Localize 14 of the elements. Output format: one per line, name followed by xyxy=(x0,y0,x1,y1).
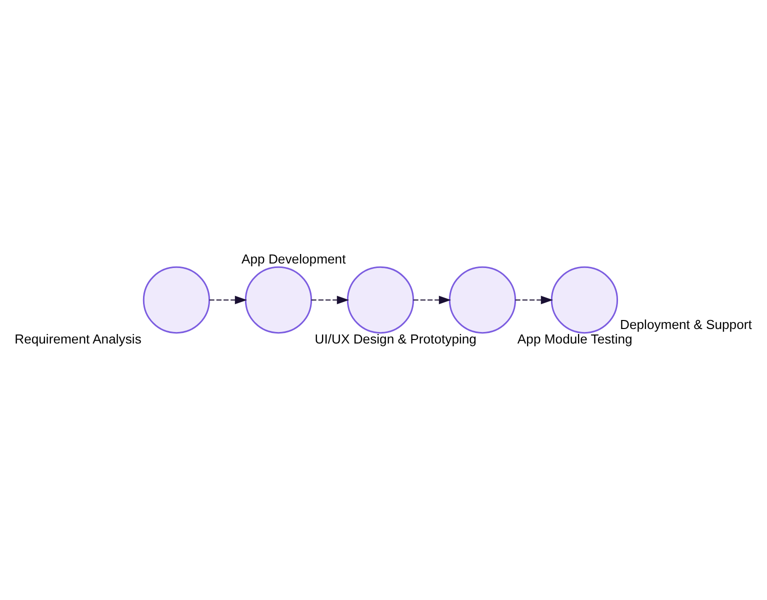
node-circle xyxy=(448,266,516,334)
node-label: App Development xyxy=(242,252,346,267)
arrow xyxy=(413,296,452,304)
node-circle xyxy=(142,266,210,334)
node-label: Requirement Analysis xyxy=(14,331,142,346)
node-circle xyxy=(550,266,618,334)
arrow xyxy=(515,296,554,304)
arrow xyxy=(311,296,350,304)
node-circle xyxy=(346,266,414,334)
node-circle xyxy=(244,266,312,334)
node-label: UI/UX Design & Prototyping xyxy=(314,331,476,346)
node-label: Deployment & Support xyxy=(620,317,752,332)
node-label: App Module Testing xyxy=(517,331,632,346)
arrow xyxy=(209,296,248,304)
